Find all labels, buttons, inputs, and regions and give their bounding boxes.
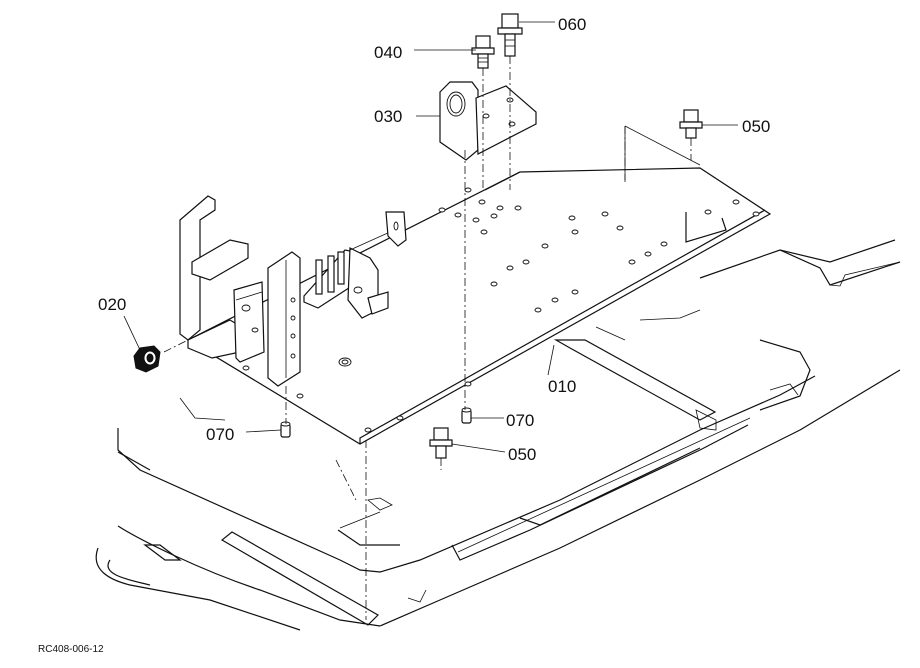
bolt-050-upper bbox=[679, 109, 703, 139]
callout-labels: 010 020 030 040 050 050 060 070 070 bbox=[98, 15, 770, 464]
callout-060: 060 bbox=[558, 15, 586, 34]
callout-070-left: 070 bbox=[206, 425, 234, 444]
left-bracket bbox=[179, 195, 265, 363]
plate-holes bbox=[242, 187, 760, 433]
pin-070-right bbox=[461, 407, 472, 424]
bolt-050-lower bbox=[429, 427, 453, 459]
upright-support bbox=[267, 251, 301, 387]
leader-lines bbox=[123, 21, 738, 453]
center-post-assembly bbox=[303, 211, 407, 319]
callout-050-lower: 050 bbox=[508, 445, 536, 464]
pin-070-left bbox=[280, 421, 291, 438]
drawing-reference-code: RC408-006-12 bbox=[38, 644, 104, 655]
body-outline bbox=[95, 239, 901, 631]
nut-020 bbox=[133, 345, 161, 373]
callout-070-right: 070 bbox=[506, 411, 534, 430]
callout-050-upper: 050 bbox=[742, 117, 770, 136]
callout-040: 040 bbox=[374, 43, 402, 62]
assembly-center-lines bbox=[163, 56, 692, 620]
bolt-040 bbox=[471, 35, 495, 69]
callout-020: 020 bbox=[98, 295, 126, 314]
mounting-bracket-030 bbox=[439, 81, 537, 161]
callout-030: 030 bbox=[374, 107, 402, 126]
callout-010: 010 bbox=[548, 377, 576, 396]
bolt-060 bbox=[497, 13, 523, 57]
